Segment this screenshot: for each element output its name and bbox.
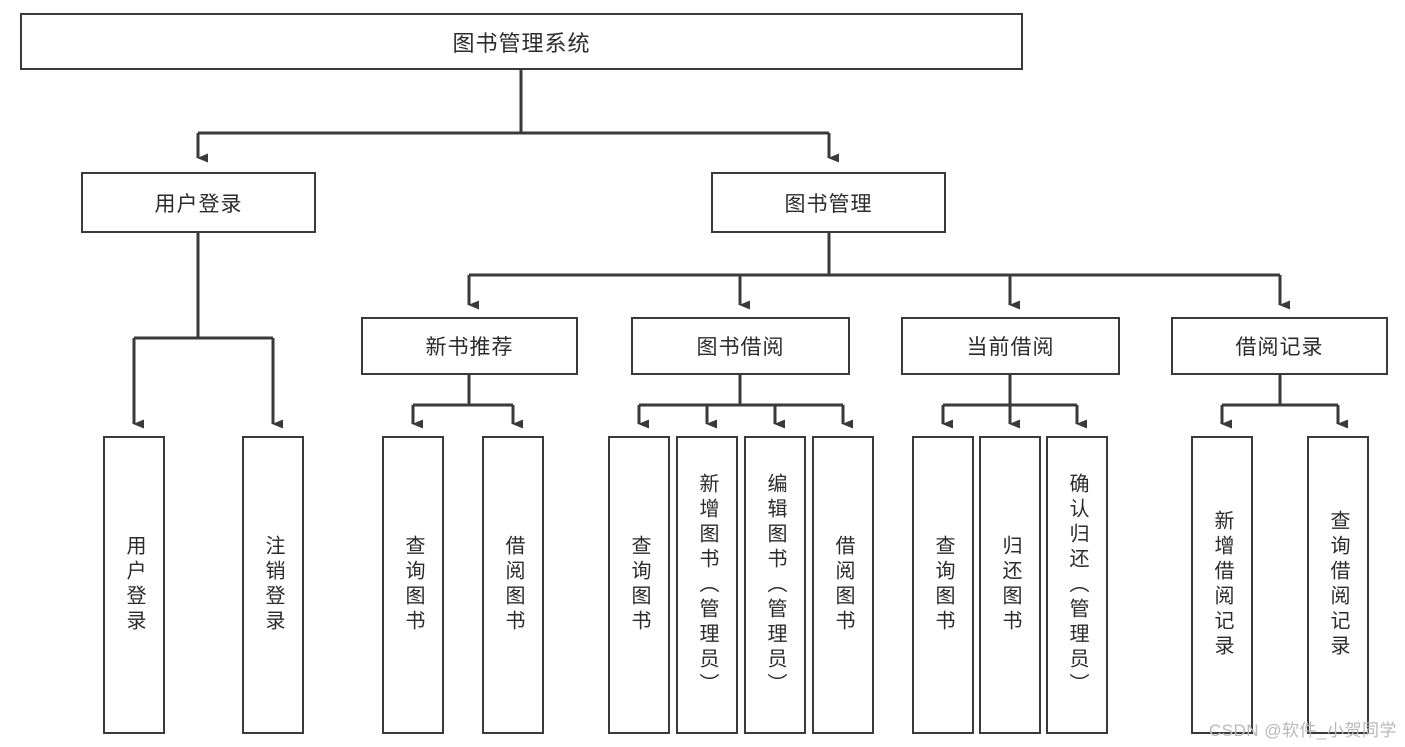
node-label: 借阅图书: [502, 535, 524, 635]
leaf-add-book-admin[interactable]: 新增图书（管理员）: [676, 436, 738, 734]
node-borrow-record[interactable]: 借阅记录: [1171, 317, 1388, 375]
node-label: 用户登录: [123, 535, 145, 635]
leaf-borrow-book-recommend[interactable]: 借阅图书: [482, 436, 544, 734]
node-label: 新增图书（管理员）: [696, 472, 718, 698]
node-label: 注销登录: [262, 535, 284, 635]
node-label: 借阅记录: [1235, 336, 1324, 359]
leaf-query-book-recommend[interactable]: 查询图书: [382, 436, 444, 734]
node-label: 当前借阅: [966, 336, 1055, 359]
leaf-query-book-current[interactable]: 查询图书: [912, 436, 974, 734]
node-label: 归还图书: [999, 535, 1021, 635]
node-label: 借阅图书: [832, 535, 854, 635]
leaf-confirm-return-admin[interactable]: 确认归还（管理员）: [1046, 436, 1108, 734]
leaf-logout-login[interactable]: 注销登录: [242, 436, 304, 734]
leaf-borrow-book[interactable]: 借阅图书: [812, 436, 874, 734]
node-label: 查询图书: [932, 535, 954, 635]
node-user-login[interactable]: 用户登录: [81, 172, 316, 233]
leaf-add-borrow-record[interactable]: 新增借阅记录: [1191, 436, 1253, 734]
node-label: 图书管理: [784, 192, 873, 216]
node-book-borrow[interactable]: 图书借阅: [631, 317, 850, 375]
leaf-query-borrow-record[interactable]: 查询借阅记录: [1307, 436, 1369, 734]
node-current-borrow[interactable]: 当前借阅: [901, 317, 1120, 375]
node-label: 图书管理系统: [452, 30, 591, 56]
leaf-user-login[interactable]: 用户登录: [103, 436, 165, 734]
node-new-book-recommend[interactable]: 新书推荐: [361, 317, 578, 375]
node-root-book-management-system[interactable]: 图书管理系统: [20, 13, 1023, 70]
leaf-query-book-borrow[interactable]: 查询图书: [608, 436, 670, 734]
node-label: 图书借阅: [696, 336, 785, 359]
node-label: 用户登录: [154, 192, 243, 216]
node-label: 查询图书: [402, 535, 424, 635]
node-label: 新书推荐: [425, 336, 514, 359]
node-label: 查询图书: [628, 535, 650, 635]
node-book-management[interactable]: 图书管理: [711, 172, 946, 233]
leaf-return-book[interactable]: 归还图书: [979, 436, 1041, 734]
node-label: 编辑图书（管理员）: [764, 472, 786, 698]
node-label: 确认归还（管理员）: [1066, 472, 1088, 698]
watermark-text: CSDN @软件_小贺同学: [1208, 721, 1397, 740]
node-label: 查询借阅记录: [1327, 510, 1349, 660]
leaf-edit-book-admin[interactable]: 编辑图书（管理员）: [744, 436, 806, 734]
node-label: 新增借阅记录: [1211, 510, 1233, 660]
